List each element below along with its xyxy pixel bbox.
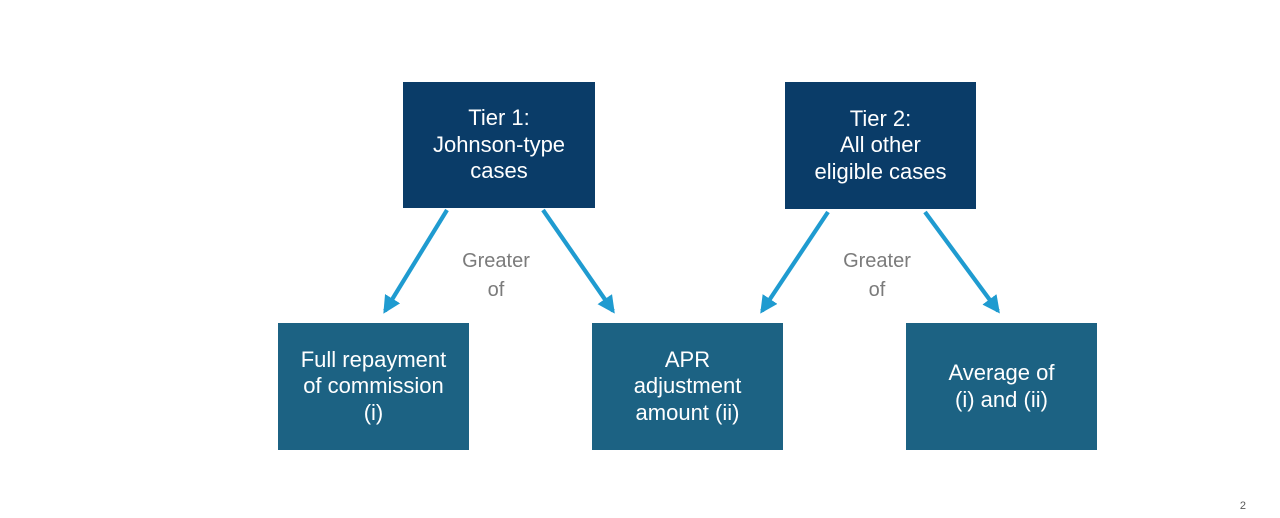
node-full-repayment[interactable]: Full repayment of commission (i): [278, 323, 469, 450]
node-tier-2[interactable]: Tier 2: All other eligible cases: [785, 82, 976, 209]
node-apr-adjustment[interactable]: APR adjustment amount (ii): [592, 323, 783, 450]
node-average[interactable]: Average of (i) and (ii): [906, 323, 1097, 450]
node-average-label: Average of (i) and (ii): [948, 359, 1055, 412]
page-number: 2: [1239, 500, 1246, 512]
connector-label-greater-of-tier-1: Greater of: [462, 250, 530, 301]
node-tier-2-label: Tier 2: All other eligible cases: [814, 105, 947, 184]
node-full-repayment-label: Full repayment of commission (i): [300, 346, 447, 425]
node-tier-1-label: Tier 1: Johnson-type cases: [432, 105, 566, 184]
node-apr-adjustment-label: APR adjustment amount (ii): [633, 346, 742, 425]
connector-label-greater-of-tier-2: Greater of: [843, 250, 911, 301]
node-tier-1[interactable]: Tier 1: Johnson-type cases: [403, 82, 595, 208]
